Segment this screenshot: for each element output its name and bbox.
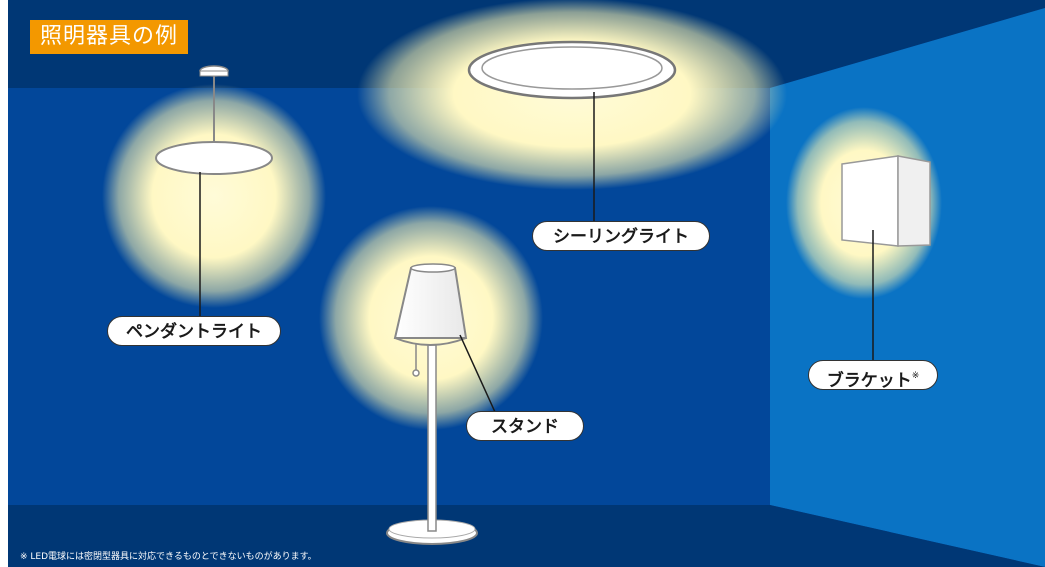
side-wall <box>770 8 1045 567</box>
bracket-note-mark: ※ <box>911 371 920 381</box>
left-border <box>0 0 8 567</box>
ceiling-light-label: シーリングライト <box>532 221 710 251</box>
pendant-glow <box>102 84 326 308</box>
stand-label-text: スタンド <box>491 417 559 437</box>
ceiling-light-label-text: シーリングライト <box>553 227 689 247</box>
bracket-label: ブラケット※ <box>808 360 938 391</box>
pendant-light-label: ペンダントライト <box>107 316 281 346</box>
stand-label: スタンド <box>466 411 584 441</box>
ceiling-light-icon <box>467 40 677 100</box>
pendant-light-icon <box>155 65 273 175</box>
page-title: 照明器具の例 <box>30 20 189 54</box>
pendant-light-label-text: ペンダントライト <box>126 322 262 342</box>
stand-lamp-icon <box>386 263 478 545</box>
bracket-light-icon <box>841 155 931 247</box>
footnote: ※ LED電球には密閉型器具に対応できるものとできないものがあります。 <box>20 552 317 562</box>
bracket-label-text: ブラケット <box>826 371 912 391</box>
stand-leader-line <box>459 334 496 413</box>
floor <box>0 505 1045 567</box>
